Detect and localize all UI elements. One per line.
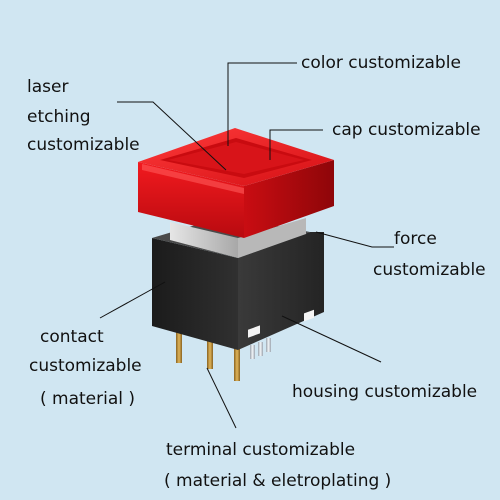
leader-force — [315, 231, 394, 248]
label-contact-line3: ( material ) — [40, 389, 136, 409]
label-contact-line2: customizable — [29, 356, 142, 376]
leader-color — [227, 62, 297, 146]
label-contact-line1: contact — [40, 327, 104, 347]
label-laser-line2: etching — [27, 107, 91, 127]
leader-lines — [99, 62, 394, 429]
label-housing: housing customizable — [292, 382, 478, 402]
label-force-line2: customizable — [373, 260, 486, 280]
label-laser-line1: laser — [27, 77, 69, 97]
terminal-pins — [176, 325, 271, 381]
label-laser-line3: customizable — [27, 135, 140, 155]
leader-contact — [99, 281, 166, 319]
label-cap: cap customizable — [332, 120, 481, 140]
plunger — [170, 218, 306, 258]
label-terminal-line2: ( material & eletroplating ) — [164, 471, 392, 491]
label-force-line1: force — [394, 229, 437, 249]
label-terminal-line1: terminal customizable — [166, 440, 356, 460]
leader-cap — [269, 129, 323, 160]
label-color: color customizable — [301, 53, 461, 73]
leader-terminal — [206, 367, 237, 429]
leader-laser — [117, 101, 227, 171]
leader-housing — [281, 315, 382, 363]
cap — [138, 128, 334, 238]
